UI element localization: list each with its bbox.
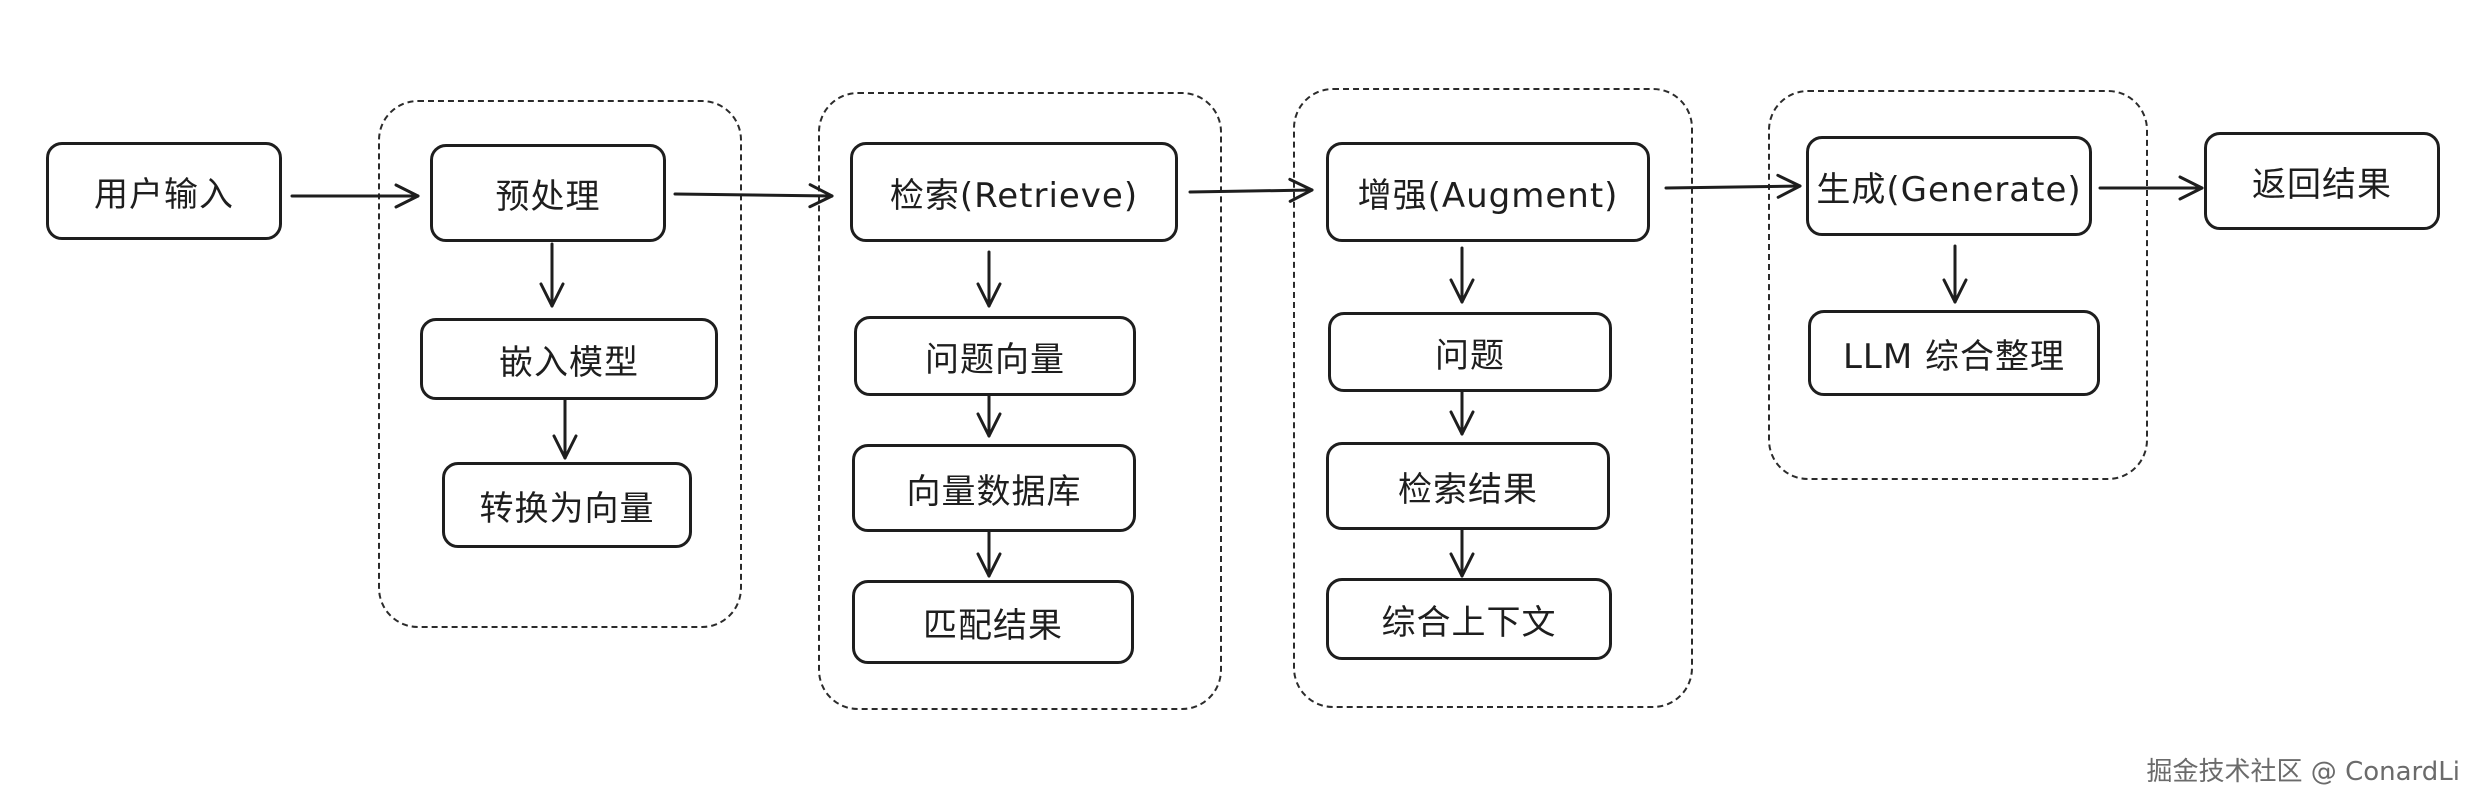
- node-question-vector: 问题向量: [854, 316, 1136, 396]
- node-to-vector: 转换为向量: [442, 462, 692, 548]
- arrow-preprocess-retrieve: [673, 183, 834, 209]
- node-embed-model: 嵌入模型: [420, 318, 718, 400]
- node-augment: 增强(Augment): [1326, 142, 1650, 242]
- group-retrieve: [818, 92, 1222, 710]
- group-augment: [1293, 88, 1693, 708]
- node-combine-context: 综合上下文: [1326, 578, 1612, 660]
- group-preprocess: [378, 100, 742, 628]
- arrow-retrieve-augment: [1188, 177, 1314, 203]
- node-llm-summarize: LLM 综合整理: [1808, 310, 2100, 396]
- node-retrieve: 检索(Retrieve): [850, 142, 1178, 242]
- group-generate: [1768, 90, 2148, 480]
- node-preprocess: 预处理: [430, 144, 666, 242]
- node-retrieval-results: 检索结果: [1326, 442, 1610, 530]
- node-return-results: 返回结果: [2204, 132, 2440, 230]
- node-question: 问题: [1328, 312, 1612, 392]
- node-vector-db: 向量数据库: [852, 444, 1136, 532]
- arrow-augment-generate: [1664, 173, 1802, 199]
- node-match-results: 匹配结果: [852, 580, 1134, 664]
- node-generate: 生成(Generate): [1806, 136, 2092, 236]
- node-input: 用户输入: [46, 142, 282, 240]
- watermark: 掘金技术社区 @ ConardLi: [2146, 757, 2460, 787]
